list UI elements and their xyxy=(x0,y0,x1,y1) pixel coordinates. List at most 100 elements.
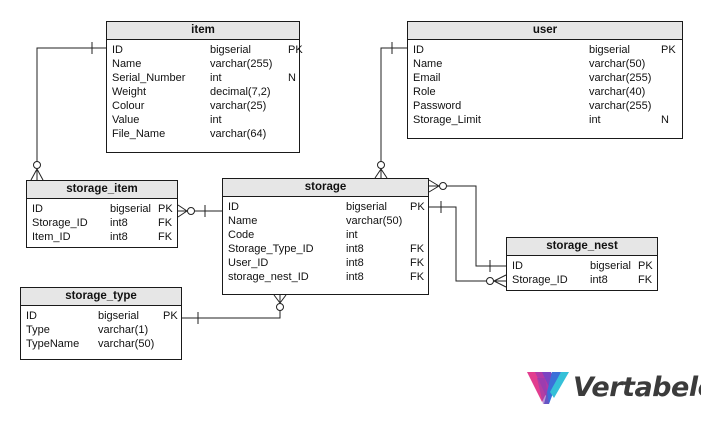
column-type: int8 xyxy=(346,243,364,255)
column-type: int8 xyxy=(590,274,608,286)
column-name: Value xyxy=(112,114,140,126)
column-type: varchar(64) xyxy=(210,128,267,140)
column-flag: FK xyxy=(158,217,173,229)
column-flag: FK xyxy=(410,271,425,283)
table-row: ID bigserial PK xyxy=(228,200,425,214)
table-title: storage_nest xyxy=(507,238,657,256)
column-name: ID xyxy=(32,203,43,215)
column-flag: PK xyxy=(638,260,653,272)
column-list: ID bigserial PK Storage_ID int8 FK xyxy=(507,256,657,291)
table-row: Weight decimal(7,2) xyxy=(112,85,294,99)
column-type: varchar(25) xyxy=(210,100,267,112)
table-row: TypeName varchar(50) xyxy=(26,337,176,351)
column-name: Storage_Limit xyxy=(413,114,481,126)
table-row: Role varchar(40) xyxy=(413,85,677,99)
column-flag: FK xyxy=(410,257,425,269)
column-name: Password xyxy=(413,100,462,112)
column-flag: PK xyxy=(158,203,173,215)
column-name: File_Name xyxy=(112,128,166,140)
column-name: Role xyxy=(413,86,436,98)
table-row: User_ID int8 FK xyxy=(228,256,425,270)
column-name: Email xyxy=(413,72,441,84)
column-name: Storage_Type_ID xyxy=(228,243,314,255)
rel-user-storage xyxy=(374,42,407,179)
table-row: storage_nest_ID int8 FK xyxy=(228,270,425,284)
rel-storage-storage-item xyxy=(177,204,222,218)
column-type: decimal(7,2) xyxy=(210,86,271,98)
column-name: Type xyxy=(26,324,50,336)
table-row: Item_ID int8 FK xyxy=(32,230,172,244)
table-title: storage xyxy=(223,179,428,197)
column-name: ID xyxy=(26,310,37,322)
column-type: int8 xyxy=(110,231,128,243)
column-name: ID xyxy=(228,201,239,213)
table-row: File_Name varchar(64) xyxy=(112,127,294,141)
column-flag: N xyxy=(288,72,296,84)
column-name: Storage_ID xyxy=(512,274,568,286)
column-type: varchar(50) xyxy=(346,215,403,227)
column-name: Item_ID xyxy=(32,231,71,243)
table-title: storage_item xyxy=(27,181,177,199)
column-type: varchar(40) xyxy=(589,86,646,98)
column-flag: FK xyxy=(638,274,653,286)
column-type: int xyxy=(589,114,601,126)
column-name: Storage_ID xyxy=(32,217,88,229)
table-row: Name varchar(50) xyxy=(228,214,423,228)
column-list: ID bigserial PK Type varchar(1) TypeName var… xyxy=(21,306,181,355)
column-type: bigserial xyxy=(346,201,387,213)
column-name: User_ID xyxy=(228,257,269,269)
rel-storage-storage-nest-a xyxy=(428,179,506,272)
column-type: bigserial xyxy=(590,260,631,272)
column-name: TypeName xyxy=(26,338,80,350)
vertabelo-logo: Vertabelo xyxy=(525,368,701,412)
table-title: item xyxy=(107,22,299,40)
table-row: ID bigserial PK xyxy=(413,43,677,57)
column-name: ID xyxy=(512,260,523,272)
column-name: Code xyxy=(228,229,255,241)
column-type: int8 xyxy=(346,257,364,269)
column-type: varchar(255) xyxy=(589,72,652,84)
table-row: ID bigserial PK xyxy=(26,309,178,323)
column-list: ID bigserial PK Storage_ID int8 FK Item_ID in… xyxy=(27,199,177,248)
vertabelo-v-logo-icon xyxy=(527,372,569,404)
rel-storage-type-storage xyxy=(182,294,287,324)
column-flag: PK xyxy=(410,201,425,213)
rel-item-storage-item xyxy=(30,42,106,181)
column-name: Name xyxy=(228,215,258,227)
column-type: varchar(50) xyxy=(589,58,646,70)
column-name: ID xyxy=(413,44,424,56)
column-flag: PK xyxy=(163,310,178,322)
table-storage-nest[interactable]: storage_nest ID bigserial PK Storage_ID int… xyxy=(506,237,658,291)
column-type: int xyxy=(346,229,358,241)
column-flag: FK xyxy=(158,231,173,243)
column-type: bigserial xyxy=(210,44,251,56)
table-row: Email varchar(255) xyxy=(413,71,677,85)
rel-storage-storage-nest-b xyxy=(429,201,507,288)
column-name: Weight xyxy=(112,86,147,98)
column-name: storage_nest_ID xyxy=(228,271,309,283)
column-type: int xyxy=(210,114,222,126)
column-type: varchar(255) xyxy=(210,58,273,70)
table-row: Storage_ID int8 FK xyxy=(512,273,652,287)
column-type: bigserial xyxy=(110,203,151,215)
column-type: varchar(50) xyxy=(98,338,155,350)
column-type: int8 xyxy=(346,271,364,283)
column-type: bigserial xyxy=(98,310,139,322)
column-type: varchar(1) xyxy=(98,324,149,336)
column-flag: PK xyxy=(661,44,676,56)
table-row: ID bigserial PK xyxy=(512,259,653,273)
column-type: bigserial xyxy=(589,44,630,56)
table-storage[interactable]: storage ID bigserial PK Name varchar(50) Co… xyxy=(222,178,429,295)
